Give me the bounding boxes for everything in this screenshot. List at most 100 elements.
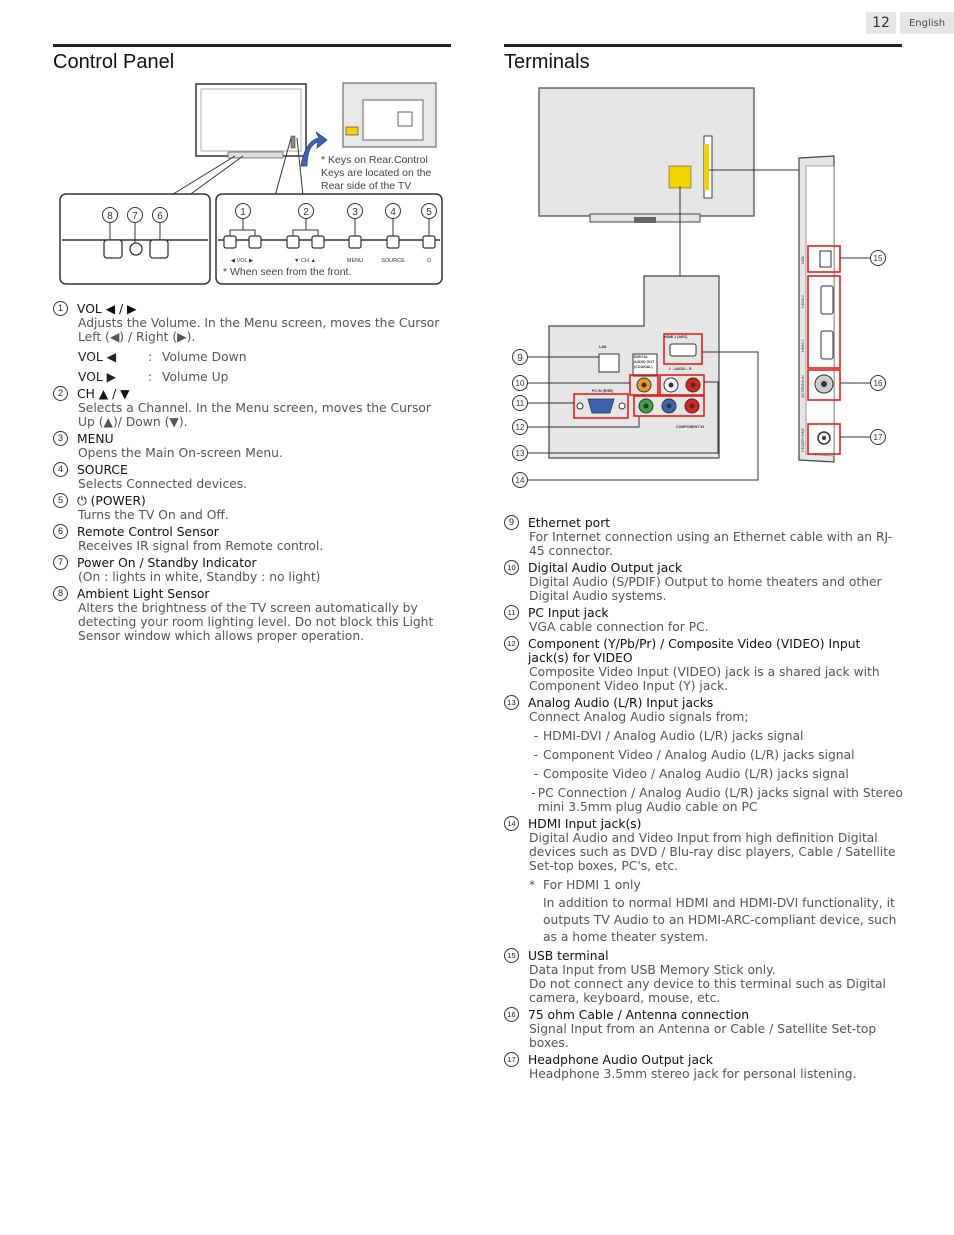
item-description: Alters the brightness of the TV screen a…: [78, 601, 434, 643]
item-title: Ambient Light Sensor: [77, 587, 210, 601]
callout-13: 13: [516, 449, 525, 458]
item-title: Analog Audio (L/R) Input jacks: [528, 696, 714, 710]
rear-note-line1: * Keys on Rear.Control: [321, 154, 428, 166]
svg-text:PC IN (RGB): PC IN (RGB): [592, 389, 614, 393]
callout-8: 8: [107, 211, 113, 222]
sub-key: VOL ▶: [78, 370, 117, 384]
item-number-badge: 3: [53, 431, 68, 446]
bullet-row: -HDMI-DVI / Analog Audio (L/R) jacks sig…: [504, 729, 904, 743]
item-title: Digital Audio Output jack: [528, 561, 683, 575]
bullet-text: PC Connection / Analog Audio (L/R) jacks…: [537, 786, 903, 814]
item-description: Connect Analog Audio signals from;: [529, 710, 749, 724]
svg-text:AUDIO OUT: AUDIO OUT: [634, 360, 655, 364]
tv-stand: [227, 151, 284, 159]
callout-2: 2: [303, 207, 309, 218]
list-item: 5⏻ (POWER)Turns the TV On and Off.: [53, 493, 451, 522]
callout-4: 4: [390, 207, 396, 218]
sub-colon: :: [148, 350, 153, 364]
item-title: VOL ◀ / ▶: [77, 302, 137, 316]
item-description: Receives IR signal from Remote control.: [78, 539, 324, 553]
item-description: VGA cable connection for PC.: [529, 620, 709, 634]
callout-6: 6: [157, 211, 163, 222]
item-number-badge: 12: [504, 636, 519, 651]
item-description: For Internet connection using an Etherne…: [529, 530, 893, 558]
item-title: SOURCE: [77, 463, 128, 477]
item-description: Digital Audio (S/PDIF) Output to home th…: [529, 575, 882, 603]
item-description: Digital Audio and Video Input from high …: [529, 831, 896, 873]
svg-text:DIGITAL: DIGITAL: [634, 355, 649, 359]
tv-rear-view: [538, 87, 755, 217]
key-label-vol: ◀ VOL ▶: [231, 258, 254, 264]
item-title: Ethernet port: [528, 516, 611, 530]
terminals-diagram: USB HDMI 2 HDMI 1 ANTENNA IN HEADPHONE L…: [512, 87, 886, 488]
svg-text:USB: USB: [801, 256, 805, 264]
sub-row: VOL ▶:Volume Up: [53, 370, 451, 384]
rotate-arrow-icon: [300, 131, 328, 167]
item-number-badge: 4: [53, 462, 68, 477]
callout-7: 7: [132, 211, 138, 222]
usb-highlight: [807, 245, 841, 273]
headphone-highlight: [807, 423, 841, 455]
sub-value: Volume Up: [162, 370, 229, 384]
keys-callout-box: [215, 193, 443, 285]
svg-text:COMPONENT IN: COMPONENT IN: [676, 425, 704, 429]
item-description: Data Input from USB Memory Stick only.: [529, 963, 776, 977]
item-title: ⏻ (POWER): [77, 494, 146, 508]
item-description: Turns the TV On and Off.: [78, 508, 229, 522]
bullet-row: -Composite Video / Analog Audio (L/R) ja…: [504, 767, 904, 781]
callout-15: 15: [874, 254, 883, 263]
item-number-badge: 6: [53, 524, 68, 539]
key-label-source: SOURCE: [381, 258, 405, 264]
item-description: Signal Input from an Antenna or Cable / …: [529, 1022, 877, 1050]
item-number-badge: 16: [504, 1007, 519, 1022]
item-description: Opens the Main On-screen Menu.: [78, 446, 283, 460]
callout-12: 12: [516, 423, 525, 432]
item-number-badge: 15: [504, 948, 519, 963]
note-body: In addition to normal HDMI and HDMI-DVI …: [543, 896, 897, 944]
item-title: PC Input jack: [528, 606, 609, 620]
callout-17: 17: [874, 433, 883, 442]
callout-11: 11: [516, 399, 525, 408]
bullet-dash: -: [533, 729, 539, 743]
hdmi-side-highlight: [807, 275, 841, 369]
pc-in-highlight: [573, 393, 629, 419]
antenna-highlight: [807, 369, 841, 401]
callout-16: 16: [874, 379, 883, 388]
section-rule: [53, 44, 451, 47]
svg-text:(COAXIAL): (COAXIAL): [634, 365, 653, 369]
bullet-dash: -: [533, 748, 539, 762]
item-number-badge: 7: [53, 555, 68, 570]
key-label-ch: ▼ CH ▲: [294, 258, 316, 264]
item-title: Power On / Standby Indicator: [77, 556, 257, 570]
bullet-row: -PC Connection / Analog Audio (L/R) jack…: [504, 786, 904, 814]
callout-1: 1: [240, 207, 246, 218]
terminals-section: Terminals: [504, 44, 902, 74]
item-number-badge: 17: [504, 1052, 519, 1067]
item-title: Remote Control Sensor: [77, 525, 219, 539]
key-label-power: ⏻: [427, 257, 432, 264]
bullet-text: Component Video / Analog Audio (L/R) jac…: [543, 748, 855, 762]
item-description: Adjusts the Volume. In the Menu screen, …: [78, 316, 440, 344]
callout-14: 14: [516, 476, 525, 485]
item-title: USB terminal: [528, 949, 609, 963]
item-title: Headphone Audio Output jack: [528, 1053, 713, 1067]
language-label: English: [900, 12, 954, 34]
item-title: MENU: [77, 432, 114, 446]
item-number-badge: 14: [504, 816, 519, 831]
sub-row: VOL ◀:Volume Down: [53, 350, 451, 364]
bullet-text: HDMI-DVI / Analog Audio (L/R) jacks sign…: [543, 729, 804, 743]
item-number-badge: 11: [504, 605, 519, 620]
hdmi1-arc-highlight: [663, 333, 703, 365]
